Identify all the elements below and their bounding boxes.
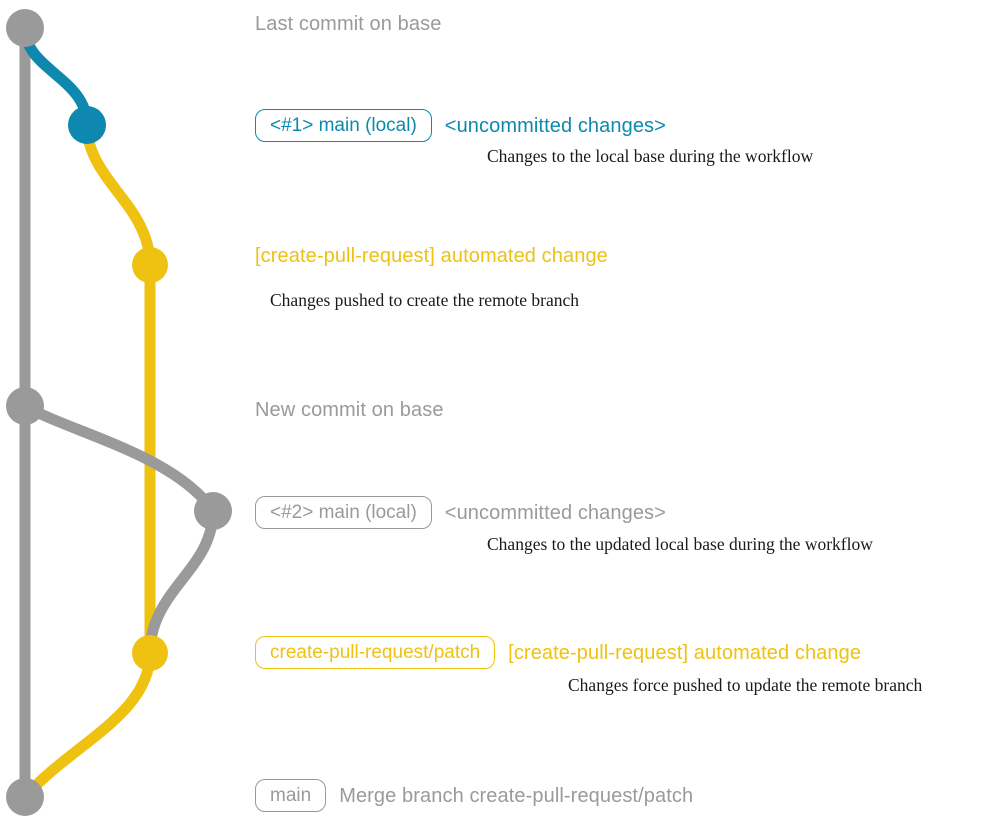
new-commit-headline: New commit on base (255, 399, 444, 421)
row-local-commit-1: <#1> main (local) <uncommitted changes> (255, 109, 666, 142)
automated-change-1-headline: [create-pull-request] automated change (255, 245, 608, 267)
node-patch-commit-1[interactable] (132, 247, 168, 283)
node-local-commit-2[interactable] (194, 492, 232, 530)
row-automated-change-1: [create-pull-request] automated change (255, 244, 608, 268)
local-1-description: Changes to the local base during the wor… (487, 146, 814, 166)
edge-local-2-to-patch-2 (144, 505, 219, 659)
row-patch-branch: create-pull-request/patch [create-pull-r… (255, 636, 861, 669)
automated-change-1-description: Changes pushed to create the remote bran… (270, 290, 580, 310)
local-2-headline: <uncommitted changes> (444, 501, 666, 524)
edge-base-to-local-2 (19, 400, 219, 517)
node-last-commit-on-base[interactable] (6, 9, 44, 47)
merge-headline: Merge branch create-pull-request/patch (339, 784, 694, 807)
patch-headline: [create-pull-request] automated change (508, 641, 862, 664)
node-merge-commit[interactable] (6, 778, 44, 816)
node-new-commit-on-base[interactable] (6, 387, 44, 425)
branch-badge-main[interactable]: main (255, 779, 327, 812)
branch-badge-local-2[interactable]: <#2> main (local) (255, 496, 432, 529)
row-new-commit-on-base: New commit on base (255, 398, 444, 422)
node-local-commit-1[interactable] (68, 106, 106, 144)
row-last-commit-on-base: Last commit on base (255, 12, 441, 36)
node-patch-commit-2[interactable] (132, 635, 168, 671)
git-graph (6, 9, 232, 816)
branch-badge-local-1[interactable]: <#1> main (local) (255, 109, 432, 142)
local-2-description: Changes to the updated local base during… (487, 534, 873, 554)
row-local-commit-2: <#2> main (local) <uncommitted changes> (255, 496, 666, 529)
row-merge-commit: main Merge branch create-pull-request/pa… (255, 779, 693, 812)
patch-description: Changes force pushed to update the remot… (568, 675, 923, 695)
edge-patch-2-to-merge (19, 647, 156, 803)
last-commit-headline: Last commit on base (255, 13, 442, 35)
branch-badge-patch[interactable]: create-pull-request/patch (255, 636, 496, 669)
local-1-headline: <uncommitted changes> (444, 114, 666, 137)
